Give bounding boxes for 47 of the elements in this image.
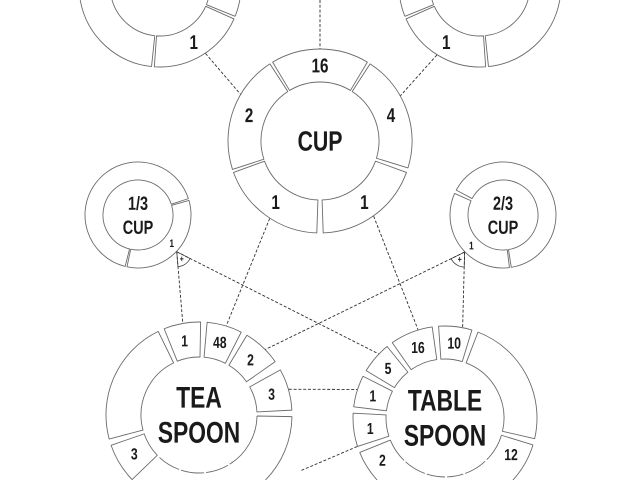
ring-segment: 1 <box>154 6 234 68</box>
ring-segment: 1 <box>164 322 202 362</box>
ring-segment: 3 <box>110 433 158 480</box>
ring-segment: 2 <box>228 334 276 382</box>
ring-segment <box>446 474 464 478</box>
ring-segment: 1 <box>352 412 390 447</box>
connector-line <box>373 216 418 330</box>
ring-segment: 10 <box>438 326 472 362</box>
ring-segment: 12 <box>486 434 534 480</box>
connector-line <box>265 252 466 350</box>
ring-segment: 3 <box>249 369 292 412</box>
ring-segment: 4 <box>352 63 412 168</box>
ring-segment: 16 <box>272 48 368 91</box>
ring-segment: 1 <box>322 160 407 234</box>
unit-label: CUP <box>298 131 342 151</box>
ring-segment: 1 <box>406 6 486 68</box>
ring-segment <box>206 464 228 474</box>
ring-segment <box>206 0 240 17</box>
unit-label: TEA SPOON <box>158 387 239 443</box>
unit-label: 2/3 CUP <box>488 196 518 234</box>
connector-line <box>176 251 184 324</box>
ring-segment: 1 <box>353 376 393 412</box>
ring-segment: 1 <box>233 160 318 234</box>
ring-segment: 48 <box>204 322 242 364</box>
connector-line <box>205 53 241 95</box>
ring-segment <box>400 0 434 17</box>
connector-line <box>226 218 270 326</box>
connector-line <box>300 446 358 472</box>
ring-segment: 2 <box>228 63 288 170</box>
ring-segment <box>405 461 426 474</box>
unit-label: TABLE SPOON <box>404 390 485 446</box>
ring-segment: 16 <box>392 326 438 370</box>
connector-line <box>288 388 358 390</box>
ring-segment: 5 <box>366 346 408 388</box>
connector-line <box>400 54 438 96</box>
ring-segment <box>456 162 556 268</box>
ring-segment <box>80 0 156 67</box>
ring-segment <box>84 162 189 267</box>
ring-segment <box>464 460 486 474</box>
ring-segment <box>159 456 180 470</box>
connector-line <box>176 251 379 354</box>
plus-sign: + <box>450 252 465 268</box>
ring-segment: 2 <box>359 440 404 480</box>
plus-sign: + <box>176 251 190 268</box>
ring-segment <box>426 474 446 478</box>
ring-segment <box>484 0 560 67</box>
ring-segment <box>180 470 204 474</box>
